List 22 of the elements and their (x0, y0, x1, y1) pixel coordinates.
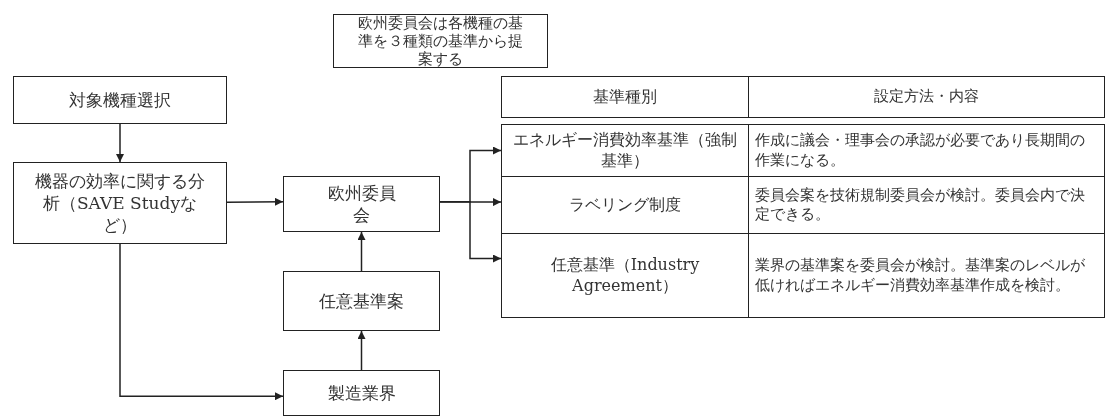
description-cell-text: 業界の基準案を委員会が検討。基準案のレベルが低ければエネルギー消費効率基準作成を検討。 (754, 255, 1086, 296)
table-header-row (501, 76, 1105, 118)
arrow (439, 201, 502, 263)
process-box: 機器の効率に関する分析（SAVE Studyなど） (13, 162, 227, 244)
column-header: 設定方法・内容 (873, 86, 980, 108)
table-row (501, 233, 1105, 318)
table-row (501, 124, 1105, 177)
arrow (116, 123, 124, 163)
process-box: 任意基準案 (283, 271, 440, 331)
arrow (357, 231, 366, 272)
arrow (119, 243, 284, 401)
process-box: 欧州委員会 (283, 176, 440, 232)
table-row (501, 176, 1105, 234)
arrow (226, 197, 284, 206)
type-cell: 任意基準（Industry Agreement） (502, 234, 749, 317)
process-box: 対象機種選択 (13, 76, 227, 124)
title-box: 欧州委員会は各機種の基準を３種類の基準から提案する (333, 14, 548, 68)
column-header: 基準種別 (502, 77, 749, 117)
description-cell-text: 委員会案を技術規制委員会が検討。委員会内で決定できる。 (754, 184, 1086, 225)
process-box: 製造業界 (283, 370, 440, 416)
description-cell-text: 作成に議会・理事会の承認が必要であり長期間の作業になる。 (754, 130, 1086, 171)
arrow (357, 330, 366, 371)
